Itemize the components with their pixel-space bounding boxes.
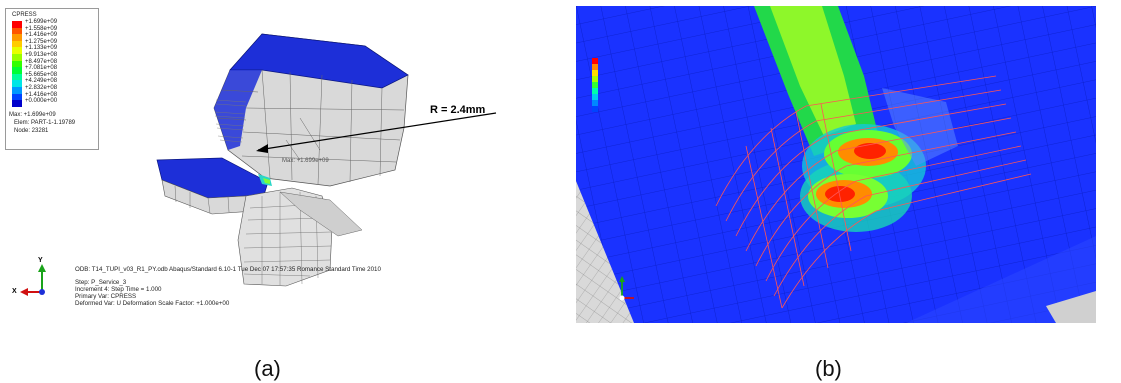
legend-value: +4.249e+08 [25, 78, 58, 85]
legend-value: +8.497e+08 [25, 58, 58, 65]
info-step-line: Step: P_Service_3 [75, 279, 127, 286]
coordinate-triad-b [619, 276, 634, 301]
legend-b [592, 58, 598, 112]
legend-swatch [12, 34, 22, 41]
lower-die [237, 187, 363, 287]
triad-y-label: Y [38, 257, 43, 264]
legend-swatch [12, 27, 22, 35]
fea-model-a [20, 33, 497, 296]
fea-zoom-panel-b [576, 6, 1096, 323]
legend-swatch [12, 40, 22, 48]
info-deformed-var-line: Deformed Var: U Deformation Scale Factor… [75, 300, 230, 307]
legend-value: +1.416e+08 [25, 91, 58, 98]
workpiece-plate [156, 157, 272, 215]
legend-value: +1.275e+09 [25, 38, 58, 45]
legend-node: Node: 23281 [14, 128, 49, 134]
info-odb-line: ODB: T14_TUPI_v03_R1_PY.odb Abaqus/Stand… [75, 266, 381, 273]
legend-value: +5.665e+08 [25, 71, 58, 78]
radius-arrow [256, 112, 497, 153]
legend-value: +1.699e+09 [25, 19, 58, 25]
contour-legend: CPRESS +1.699e+09+1.558e+09+1.416e+09+1.… [5, 8, 99, 150]
legend-swatch [12, 67, 22, 74]
max-marker: Max: +1.699e+09 [282, 158, 329, 164]
legend-color-scale [12, 21, 22, 107]
legend-swatch [12, 47, 22, 54]
legend-value: +1.133e+09 [25, 45, 58, 52]
legend-value: +2.832e+08 [25, 84, 58, 91]
info-primary-var-line: Primary Var: CPRESS [75, 293, 137, 300]
legend-swatch [12, 86, 22, 94]
legend-title: CPRESS [12, 12, 37, 18]
coordinate-triad-a [20, 264, 46, 296]
legend-value: +1.558e+09 [25, 25, 58, 32]
legend-value: +9.913e+08 [25, 51, 58, 58]
legend-swatch [12, 21, 22, 28]
legend-value: +1.416e+09 [25, 32, 58, 39]
legend-max: Max: +1.699e+09 [9, 112, 56, 118]
legend-values: +1.699e+09+1.558e+09+1.416e+09+1.275e+09… [25, 19, 57, 105]
legend-swatch [12, 60, 22, 68]
analysis-info: ODB: T14_TUPI_v03_R1_PY.odb Abaqus/Stand… [75, 266, 381, 307]
legend-elem: Elem: PART-1-1.19789 [14, 120, 76, 126]
caption-b: (b) [815, 356, 842, 381]
triad-x-label: X [12, 288, 17, 295]
legend-swatch [12, 100, 22, 107]
caption-a: (a) [254, 356, 281, 381]
radius-annotation: R = 2.4mm [430, 104, 486, 116]
legend-swatch [12, 53, 22, 61]
legend-swatch [12, 80, 22, 87]
legend-swatch [12, 73, 22, 81]
legend-value: +0.000e+00 [25, 98, 58, 105]
fea-model-b [576, 6, 1096, 323]
legend-swatch [12, 93, 22, 101]
info-increment-line: Increment 4: Step Time = 1.000 [75, 286, 162, 293]
legend-value: +7.081e+08 [25, 65, 58, 72]
